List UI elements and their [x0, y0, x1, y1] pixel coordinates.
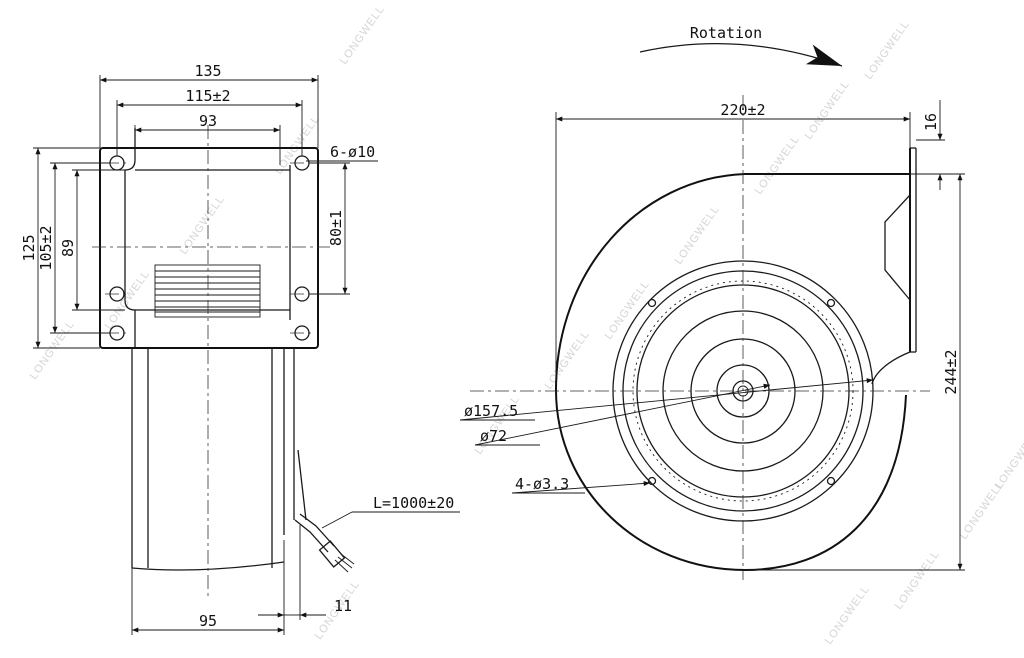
- dim-hole-v-spacing: 80±1: [327, 210, 345, 246]
- volute-tongue: [871, 351, 911, 385]
- dim-inner-width: 93: [199, 112, 217, 130]
- dim-hub: ø72: [480, 427, 507, 445]
- watermark: LONGWELL: [543, 328, 592, 392]
- dim-impeller: ø157.5: [464, 402, 518, 420]
- dim-hole-spacing: 115±2: [185, 87, 230, 105]
- watermark: LONGWELL: [338, 3, 387, 67]
- watermark: LONGWELL: [893, 548, 942, 612]
- dim-flange: 16: [922, 113, 940, 131]
- dim-cable: L=1000±20: [373, 494, 454, 512]
- dim-overall-height: 125: [20, 234, 38, 261]
- watermark: LONGWELL: [803, 78, 852, 142]
- watermark: LONGWELL: [863, 18, 912, 82]
- leader-impeller: [459, 378, 874, 421]
- dim-overall-width: 135: [194, 62, 221, 80]
- rotation-arrow: [639, 43, 843, 67]
- dim-body-width: 95: [199, 612, 217, 630]
- watermark: LONGWELL: [753, 133, 802, 197]
- flange-plate: [99, 147, 319, 349]
- rotation-label: Rotation: [690, 24, 762, 42]
- watermark: LONGWELL: [823, 583, 872, 647]
- dim-cable-offset: 11: [334, 597, 352, 615]
- side-view: 135 115±2 93 6-ø10 125 105±2 89: [20, 62, 460, 635]
- leader-cable: [321, 511, 353, 529]
- inner-housing-left: [124, 128, 136, 348]
- dim-hole-height: 105±2: [37, 225, 55, 270]
- watermark: LONGWELL: [103, 268, 152, 332]
- dim-width: 220±2: [720, 101, 765, 119]
- watermark: LONGWELL: [993, 428, 1024, 492]
- volute-housing: [554, 173, 910, 572]
- watermark: LONGWELL: [673, 203, 722, 267]
- dim-height: 244±2: [942, 349, 960, 394]
- cable: [294, 513, 355, 573]
- front-view: Rotation 220±2: [459, 24, 965, 580]
- outlet-opening: [154, 264, 261, 318]
- mount-hole-set: [647, 298, 836, 486]
- body-bottom: [131, 561, 285, 571]
- dim-mount-holes: 4-ø3.3: [515, 475, 569, 493]
- motor-bevel: [297, 449, 307, 521]
- watermark: LONGWELL: [28, 318, 77, 382]
- watermarks: LONGWELL LONGWELL LONGWELL LONGWELL LONG…: [28, 3, 1024, 647]
- dim-inner-height: 89: [59, 239, 77, 257]
- dim-holes: 6-ø10: [330, 143, 375, 161]
- leader-mount-holes: [511, 480, 651, 494]
- leader-hub: [474, 383, 771, 446]
- outlet-bracket: [884, 194, 911, 301]
- outlet-grille: [155, 270, 260, 313]
